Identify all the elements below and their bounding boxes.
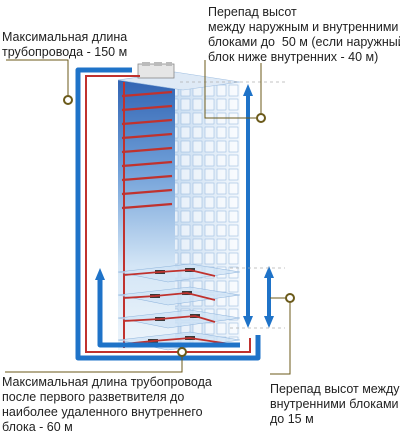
- pipe-route-red: [85, 75, 251, 353]
- floor-pipes-upper: [121, 90, 173, 210]
- lower-floors: [117, 263, 241, 351]
- building-front-face: [118, 72, 175, 350]
- label-height-between-indoor: Перепад высот между внутренними блоками …: [270, 382, 400, 426]
- label-max-pipe-length: Максимальная длина трубопровода - 150 м: [2, 30, 128, 59]
- callout-dots: [63, 95, 295, 357]
- label-height-outdoor-indoor: Перепад высот между наружным и внутренни…: [208, 5, 400, 64]
- pipe-route-blue: [75, 67, 261, 361]
- label-max-length-after-branch: Максимальная длина трубопровода после пе…: [2, 375, 212, 434]
- outdoor-unit: [137, 62, 175, 79]
- arrow-heads: [95, 84, 274, 328]
- building: [117, 71, 241, 350]
